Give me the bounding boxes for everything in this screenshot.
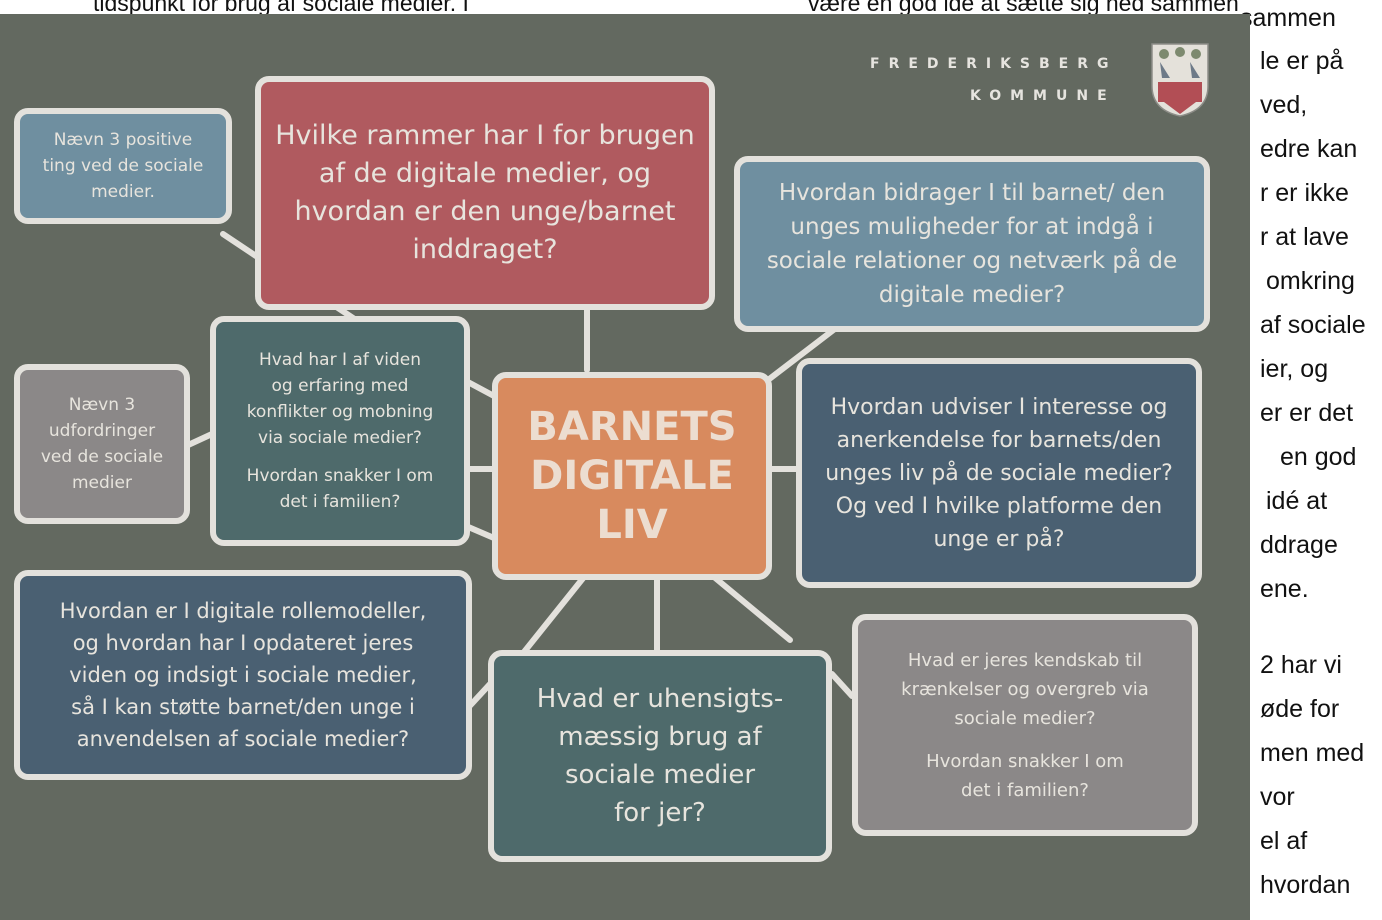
node-text-line: sociale relationer og netværk på de xyxy=(766,248,1178,274)
node-text-line: for jer? xyxy=(614,798,706,828)
node-rolemodels: Hvordan er I digitale rollemodeller, og … xyxy=(14,570,472,780)
node-text-line: Hvad er jeres kendskab til xyxy=(907,649,1143,671)
document-line: omkring xyxy=(1266,267,1355,295)
crest-icon xyxy=(1151,43,1209,117)
node-text-line: Og ved I hvilke platforme den xyxy=(835,493,1163,519)
node-text-line: unges liv på de sociale medier? xyxy=(825,460,1173,486)
document-line: øde for xyxy=(1260,695,1340,723)
document-line: hvordan xyxy=(1260,871,1351,899)
node-text-line: Hvordan bidrager I til barnet/ den xyxy=(778,180,1166,206)
connector-line xyxy=(765,325,839,383)
node-text-line: via sociale medier? xyxy=(258,428,422,448)
node-text-line: unge er på? xyxy=(933,526,1065,552)
document-line: er er det xyxy=(1260,399,1354,427)
node-text-line: Nævn 3 xyxy=(68,395,136,415)
connector-line xyxy=(183,431,215,449)
connector-line xyxy=(521,569,591,655)
document-line: sammen xyxy=(1240,4,1336,32)
node-text-line: viden og indsigt i sociale medier, xyxy=(69,663,417,687)
document-line: af sociale xyxy=(1260,311,1366,339)
document-line: ved, xyxy=(1260,91,1308,119)
node-conflicts: Hvad har I af viden og erfaring med konf… xyxy=(210,316,470,546)
node-text-line: inddraget? xyxy=(412,234,558,265)
document-right-column: sammen le er på ved, edre kan r er ikke … xyxy=(1240,0,1382,920)
document-line: en god xyxy=(1280,443,1357,471)
document-line: edre kan xyxy=(1260,135,1358,163)
center-title-line: LIV xyxy=(596,501,668,548)
node-text-line: Hvordan snakker I om xyxy=(246,466,434,486)
node-text-line: anerkendelse for barnets/den xyxy=(836,427,1162,453)
node-text-line: Nævn 3 positive xyxy=(53,130,193,150)
node-text-line: mæssig brug af xyxy=(558,722,762,752)
node-text-line: det i familien? xyxy=(961,779,1089,801)
node-text-line: krænkelser og overgreb via xyxy=(901,678,1149,700)
logo-subtitle: KOMMUNE xyxy=(970,88,1116,104)
document-line: idé at xyxy=(1266,487,1328,515)
node-text-line: af de digitale medier, og xyxy=(318,158,652,189)
node-text-line: og hvordan har I opdateret jeres xyxy=(72,631,414,655)
node-relations: Hvordan bidrager I til barnet/ den unges… xyxy=(734,156,1210,332)
node-text-line: medier xyxy=(72,473,132,493)
node-interest: Hvordan udviser I interesse og anerkende… xyxy=(796,358,1202,588)
node-text-line: Hvordan er I digitale rollemodeller, xyxy=(59,599,427,623)
document-line: ier, og xyxy=(1260,355,1329,383)
connector-line xyxy=(463,523,497,541)
node-text-line: så I kan støtte barnet/den unge i xyxy=(71,695,415,719)
document-line: men med xyxy=(1260,739,1365,767)
node-text-line: Hvordan snakker I om xyxy=(926,750,1124,772)
document-line: vor xyxy=(1260,783,1295,811)
node-center: BARNETS DIGITALE LIV xyxy=(492,372,772,580)
node-text-line: det i familien? xyxy=(279,492,401,512)
node-positive: Nævn 3 positive ting ved de sociale medi… xyxy=(14,108,232,224)
node-text-line: medier. xyxy=(91,182,155,202)
connector-line xyxy=(463,378,497,399)
node-text-line: udfordringer xyxy=(48,421,156,441)
node-text-line: anvendelsen af sociale medier? xyxy=(76,727,410,751)
document-line: el af xyxy=(1260,827,1308,855)
document-line: le er på xyxy=(1260,47,1344,75)
document-text-top-left: tidspunkt for brug af sociale medier. I xyxy=(93,0,469,16)
node-text-line: Hvilke rammer har I for brugen xyxy=(275,120,695,151)
document-text-top-right: være en god idé at sætte sig ned sammen xyxy=(808,0,1239,16)
node-inappropriate-use: Hvad er uhensigts- mæssig brug af social… xyxy=(488,650,832,862)
poster-photo: FREDERIKSBERG KOMMUNE Hvilke rammer har … xyxy=(0,14,1250,920)
node-text-line: ting ved de sociale xyxy=(42,156,204,176)
center-title-line: DIGITALE xyxy=(530,452,734,499)
node-text-line: Hvordan udviser I interesse og xyxy=(830,394,1168,420)
document-line: ene. xyxy=(1260,575,1309,603)
node-frameworks: Hvilke rammer har I for brugen af de dig… xyxy=(255,76,715,310)
node-text-line: Hvad er uhensigts- xyxy=(536,684,784,714)
connector-line xyxy=(705,569,793,643)
node-text-line: hvordan er den unge/barnet xyxy=(294,196,676,227)
node-challenges: Nævn 3 udfordringer ved de sociale medie… xyxy=(14,364,190,524)
document-line: ddrage xyxy=(1260,531,1338,559)
center-title-line: BARNETS xyxy=(527,403,737,450)
document-line: r er ikke xyxy=(1260,179,1349,207)
document-line: 2 har vi xyxy=(1260,651,1342,679)
node-text-line: unges muligheder for at indgå i xyxy=(790,214,1154,240)
logo-name: FREDERIKSBERG xyxy=(870,56,1118,72)
node-abuse: Hvad er jeres kendskab til krænkelser og… xyxy=(852,614,1198,836)
node-text-line: sociale medier xyxy=(564,760,756,790)
node-text-line: og erfaring med xyxy=(271,376,409,396)
node-text-line: sociale medier? xyxy=(954,707,1096,729)
node-text-line: digitale medier? xyxy=(878,282,1066,308)
node-text-line: Hvad har I af viden xyxy=(258,350,422,370)
node-text-line: konflikter og mobning xyxy=(246,402,434,422)
node-text-line: ved de sociale xyxy=(40,447,164,467)
connector-line xyxy=(829,671,855,699)
document-line: r at lave xyxy=(1260,223,1349,251)
